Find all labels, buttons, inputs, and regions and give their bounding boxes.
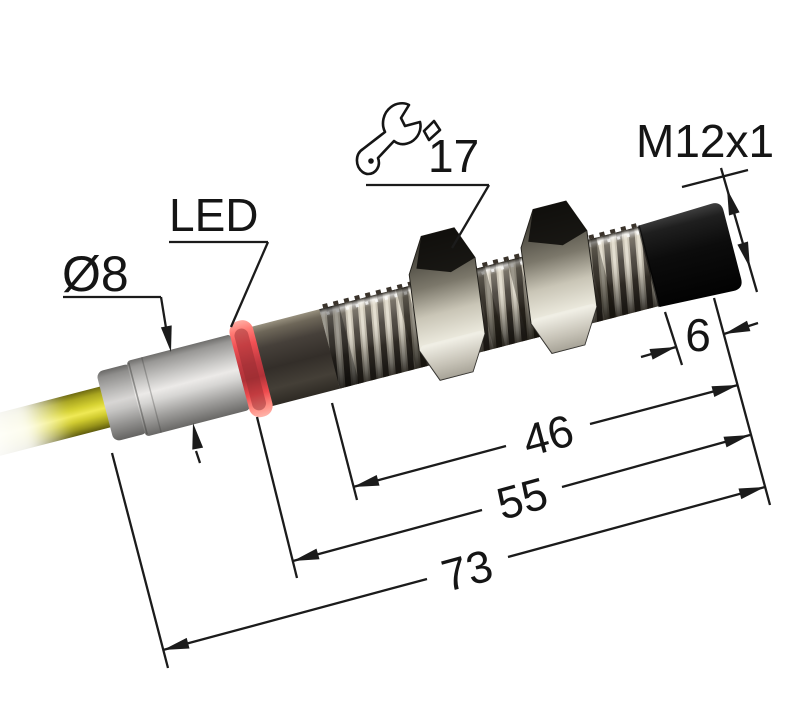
callout-led: LED	[169, 189, 270, 328]
dimension-housing-length: 55	[255, 416, 751, 579]
callout-thread-spec: M12x1	[636, 115, 774, 293]
wrench-icon	[355, 101, 442, 176]
arrowhead	[711, 385, 738, 397]
dimension-thread-length: 46	[330, 383, 739, 501]
arrowhead	[727, 189, 740, 216]
thread-length-value: 46	[517, 404, 578, 466]
callout-cable-diameter: Ø8	[62, 246, 204, 464]
arrowhead	[649, 347, 676, 360]
total-length-value: 73	[436, 539, 498, 601]
hex-nut-rear	[520, 200, 598, 354]
cable-diameter-label: Ø8	[62, 246, 129, 302]
sensor-body	[0, 200, 742, 472]
arrowhead	[160, 325, 172, 352]
arrowhead	[353, 475, 380, 487]
arrowhead	[738, 487, 765, 500]
hex-nut-front	[408, 227, 486, 381]
callout-wrench-size: 17	[355, 101, 490, 249]
extension-line-rear	[712, 297, 772, 506]
arrowhead	[163, 637, 190, 650]
wrench-size-label: 17	[428, 130, 479, 182]
led-ring	[229, 320, 273, 418]
housing-length-value: 55	[491, 467, 553, 529]
cap-length-value: 6	[685, 309, 711, 361]
arrowhead	[293, 548, 320, 561]
housing-barrel	[245, 308, 344, 408]
cable	[0, 384, 121, 472]
threaded-body	[319, 222, 661, 389]
arrowhead	[723, 435, 750, 448]
led-label: LED	[169, 189, 258, 241]
dimension-cap-length: 6	[640, 309, 759, 366]
arrowhead	[724, 320, 751, 334]
dimension-total-length: 73	[110, 452, 766, 669]
arrowhead	[192, 423, 204, 450]
arrowhead	[737, 241, 750, 268]
cable-gland-sleeve	[97, 335, 250, 441]
end-cap	[637, 203, 742, 308]
thread-spec-label: M12x1	[636, 115, 774, 167]
